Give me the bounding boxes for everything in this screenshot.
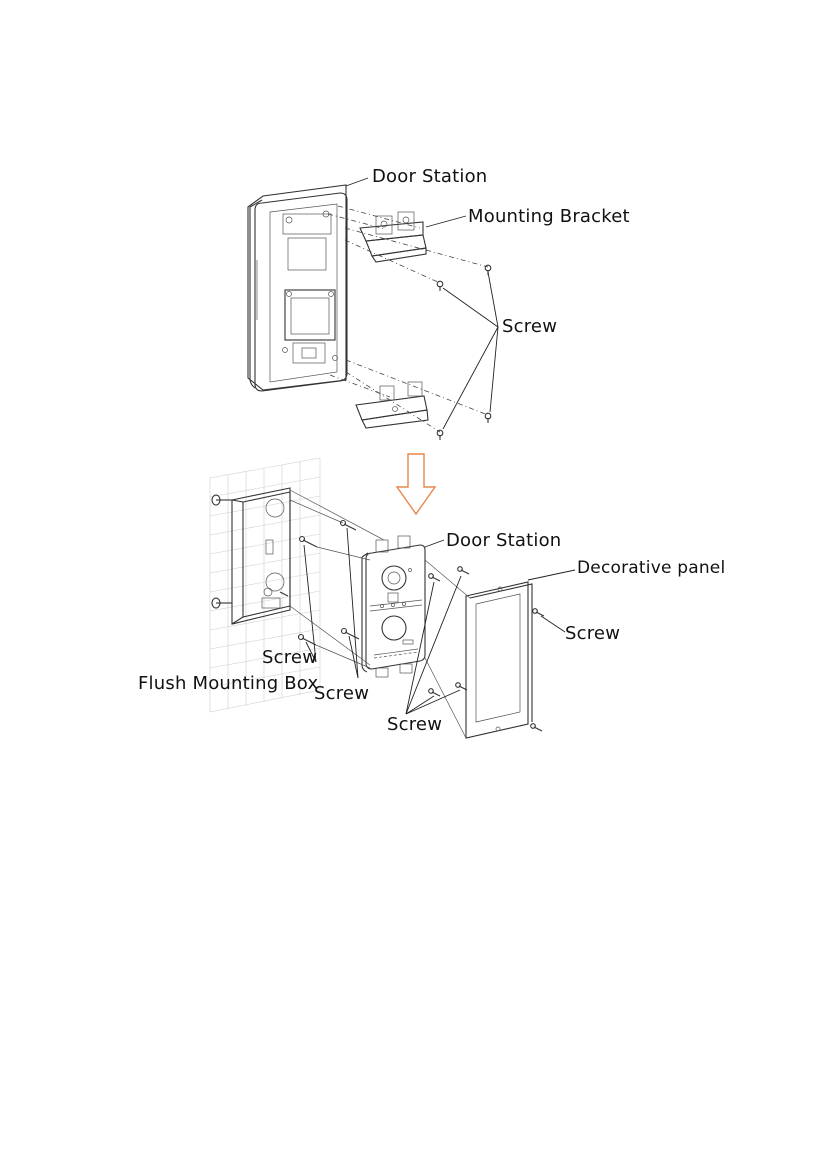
flush-mounting-box-label: Flush Mounting Box [138, 673, 318, 694]
bottom-door-station [362, 536, 425, 677]
panel-screw-label: Screw [565, 623, 620, 644]
decorative-panel-label: Decorative panel [577, 558, 725, 578]
top-screw-label: Screw [502, 316, 557, 337]
down-arrow [397, 454, 435, 514]
station-screw-label: Screw [387, 714, 442, 735]
box-screw-upper-label: Screw [262, 647, 317, 668]
top-door-station-back [248, 185, 347, 391]
top-screws [437, 265, 491, 440]
box-screw-lower-label: Screw [314, 683, 369, 704]
bottom-door-station-label: Door Station [446, 530, 561, 551]
top-upper-mounting-bracket [360, 212, 426, 262]
mounting-bracket-label: Mounting Bracket [468, 206, 630, 227]
top-door-station-label: Door Station [372, 166, 487, 187]
decorative-panel [466, 582, 532, 738]
down-arrow-shape [397, 454, 435, 514]
